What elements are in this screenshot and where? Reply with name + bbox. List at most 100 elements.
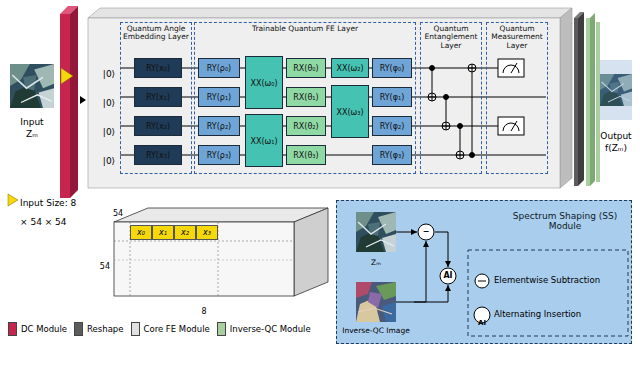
measurement-meters xyxy=(503,123,519,131)
legend-symbol: AI xyxy=(478,319,486,327)
input-size-marker xyxy=(8,194,18,206)
cnot-gates xyxy=(468,68,476,69)
image-caption: Output xyxy=(600,131,631,141)
legend-item: Reshape xyxy=(74,322,123,336)
node-label: RY(ρ₁) xyxy=(205,92,233,102)
node-label: XX(ω₁) xyxy=(248,136,279,146)
inverse-qc-slabs xyxy=(596,22,600,182)
inverse-qc-slabs xyxy=(586,13,600,186)
cnot-gates xyxy=(456,155,464,156)
connector-group xyxy=(182,97,198,98)
qubit-state: |0⟩ xyxy=(103,98,115,108)
math-label: Zₘ xyxy=(26,129,38,139)
node-title: Quantum Measurement Layer xyxy=(487,23,547,50)
qubit-state: |0⟩ xyxy=(103,156,115,166)
input-marker xyxy=(61,68,73,84)
input-cuboid xyxy=(114,208,328,296)
ss-legend-samples xyxy=(478,281,486,282)
image-caption: Output xyxy=(596,124,636,143)
legend-text: DC Module xyxy=(21,324,67,334)
node-label: AI xyxy=(443,272,452,280)
legend-item: Core FE Module xyxy=(131,322,210,336)
connector-group xyxy=(435,232,448,267)
node-title: Spectrum Shaping (SS) Module xyxy=(509,211,621,232)
dc-slab xyxy=(70,6,78,198)
core-fe-box xyxy=(88,18,560,188)
circle-outline xyxy=(418,224,434,240)
inverse-qc-slabs xyxy=(586,18,590,186)
qubit-wires xyxy=(120,155,134,156)
node-label: XX(ω₂) xyxy=(334,63,365,73)
node-label: RY(ρ₃) xyxy=(205,150,233,160)
cnot-gates xyxy=(446,97,447,130)
rotation-gate: RY(φ₃) xyxy=(372,145,412,165)
cnot-gates xyxy=(468,64,476,72)
node-label: RX(θ₀) xyxy=(291,63,320,73)
image-caption: Input xyxy=(20,117,43,127)
legend-text: Elementwise Subtraction xyxy=(494,275,600,285)
node-label: RX(θ₂) xyxy=(291,121,320,131)
cnot-gates xyxy=(456,151,464,159)
cnot-gates xyxy=(460,126,461,159)
connector-group xyxy=(414,241,426,302)
qubit-state: |0⟩ xyxy=(103,69,115,79)
measurement-meters xyxy=(503,65,519,73)
math-label: f(Zₘ) xyxy=(605,143,627,153)
embedding-gate: RY(x₁) xyxy=(134,87,182,107)
ss-module-ground xyxy=(336,200,632,344)
rotation-gate: RX(θ₁) xyxy=(286,87,326,107)
connector xyxy=(182,97,198,98)
xx-gate: XX(ω₁) xyxy=(245,114,283,167)
ss-images xyxy=(396,232,400,233)
cnot-gates xyxy=(442,122,450,130)
reshape-slab xyxy=(578,12,584,186)
output-image xyxy=(600,60,632,120)
node-label: x₀ xyxy=(137,229,145,237)
embedding-gate: RY(x₃) xyxy=(134,145,182,165)
measurement-meters xyxy=(498,59,524,135)
node-label: RY(x₂) xyxy=(144,121,172,131)
node-label: RX(θ₃) xyxy=(291,150,320,160)
legend-swatch xyxy=(8,322,17,336)
size-note: Input Size: 8 × 54 × 54 xyxy=(20,191,82,229)
connector-group xyxy=(400,232,417,233)
node-label: RY(x₁) xyxy=(144,92,172,102)
ss-module-ground xyxy=(336,200,632,344)
inverse-qc-slabs xyxy=(590,13,595,186)
node-label: RY(ρ₂) xyxy=(205,121,233,131)
ss-module-ground xyxy=(468,250,628,336)
ss-images xyxy=(396,302,414,303)
legend-text: Alternating Insertion xyxy=(494,309,581,319)
connector xyxy=(414,241,426,302)
node-label: RY(ρ₀) xyxy=(205,63,233,73)
cnot-gates xyxy=(428,64,476,159)
input-size-marker xyxy=(8,194,18,206)
connector xyxy=(182,126,198,127)
dimension: 8 xyxy=(201,307,206,316)
node-label: − xyxy=(423,228,430,236)
connector xyxy=(182,68,198,69)
dc-slab xyxy=(60,14,70,198)
dimension: 54 xyxy=(94,254,110,273)
rotation-gate: RX(θ₀) xyxy=(286,58,326,78)
connector-group xyxy=(414,285,448,302)
core-fe-box xyxy=(560,8,572,188)
connector-group xyxy=(182,126,198,127)
measurement-meters xyxy=(511,63,517,73)
embedding-gate: RY(x₀) xyxy=(134,58,182,78)
math-label: f(Zₘ) xyxy=(596,136,636,155)
qubit-wires xyxy=(412,97,546,98)
input-image xyxy=(10,64,54,108)
qubit-wires xyxy=(120,68,134,69)
output-image xyxy=(600,60,632,120)
rotation-gate: RY(ρ₁) xyxy=(198,87,240,107)
operator-circle: − xyxy=(417,223,435,241)
qubit-wires xyxy=(412,155,546,156)
quantum-layer: Quantum Angle Embedding LayerRY(x₀)RY(x₁… xyxy=(120,22,192,174)
qubit-wires xyxy=(120,126,134,127)
ss-images xyxy=(356,212,414,322)
qubit-state: |0⟩ xyxy=(100,120,118,139)
node-label: Inverse-QC Image xyxy=(342,327,410,336)
dimension: 54 xyxy=(100,262,110,271)
